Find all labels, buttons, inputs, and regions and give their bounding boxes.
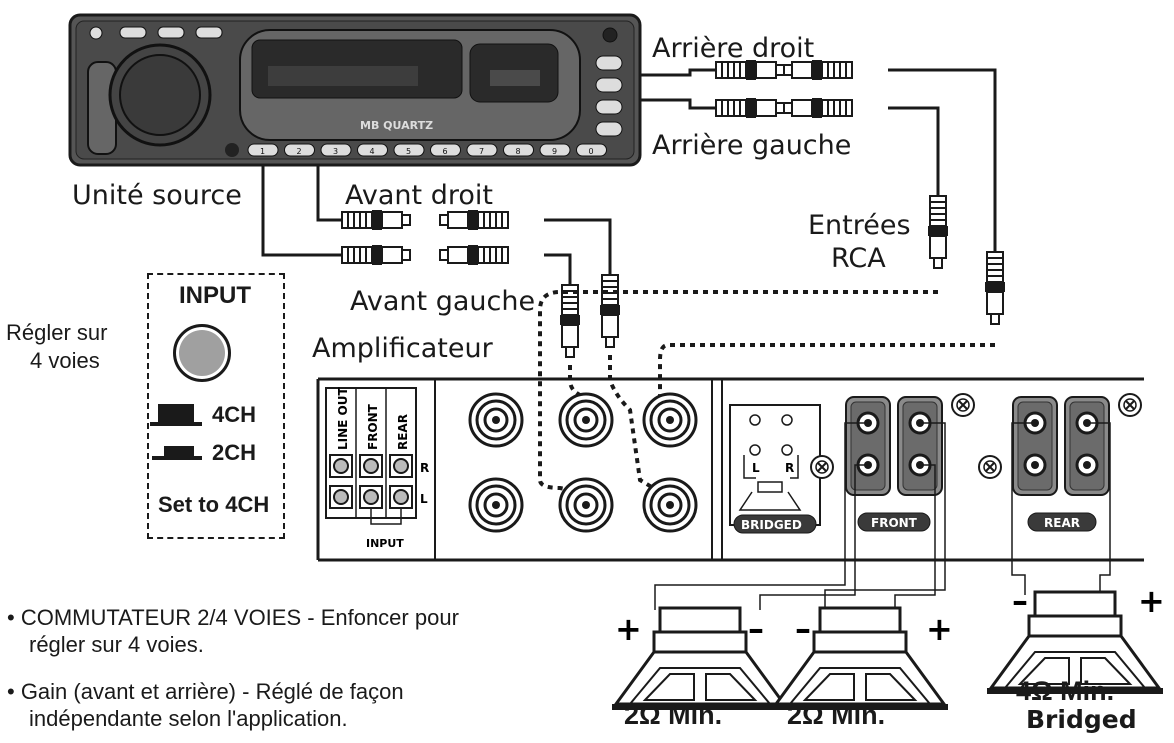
minus-sign-icon: – (748, 610, 764, 648)
bridged-badge: BRIDGED (741, 518, 802, 532)
preset-button: 2 (284, 143, 315, 157)
svg-text:8: 8 (516, 147, 521, 156)
plus-sign-icon: + (615, 610, 642, 648)
svg-text:5: 5 (406, 147, 411, 156)
preset-button: 8 (503, 143, 534, 157)
speakers: + – – + – + (610, 582, 1165, 712)
option-2ch-label: 2CH (212, 440, 257, 465)
svg-text:7: 7 (479, 147, 484, 156)
rca-cables (261, 68, 997, 285)
preset-buttons: 1 2 3 4 5 6 7 8 9 0 (247, 143, 607, 157)
amplifier-label: Amplificateur (312, 333, 493, 364)
plus-sign-icon: + (926, 610, 953, 648)
bridge-l-label: L (752, 461, 760, 475)
set-to-4-label-line2: 4 voies (30, 348, 100, 373)
bullet-switch-line2: régler sur 4 voies. (29, 632, 204, 657)
svg-text:1: 1 (260, 147, 265, 156)
preset-button: 4 (357, 143, 388, 157)
preset-button: 1 (247, 143, 279, 157)
preset-button: 6 (430, 143, 461, 157)
svg-text:0: 0 (589, 147, 594, 156)
set-to-4-label-line1: Régler sur (6, 320, 108, 345)
bullet-gain-line1: • Gain (avant et arrière) - Réglé de faç… (7, 679, 404, 704)
bullet-gain: • Gain (avant et arrière) - Réglé de faç… (7, 678, 404, 732)
head-unit: MB QUARTZ 1 2 3 4 5 6 7 8 9 0 (68, 13, 642, 167)
switch-down-base (152, 456, 202, 460)
bridge-r-label: R (785, 461, 794, 475)
preset-button: 7 (466, 143, 498, 157)
switch-down-icon (164, 446, 194, 458)
bullet-switch-line1: • COMMUTATEUR 2/4 VOIES - Enfoncer pour (7, 605, 459, 630)
head-unit-brand: MB QUARTZ (360, 119, 433, 132)
front-right-label: Avant droit (345, 180, 493, 211)
preset-button: 9 (539, 143, 571, 157)
amplifier-panel: LINE OUT FRONT REAR R L INPUT L R BRIDGE… (316, 377, 1144, 615)
line-out-label: LINE OUT (336, 387, 350, 450)
minus-sign-icon: – (795, 610, 811, 648)
bullet-gain-line2: indépendante selon l'application. (29, 706, 348, 731)
svg-text:4: 4 (370, 147, 375, 156)
rca-jack (558, 392, 614, 448)
option-4ch-label: 4CH (212, 402, 257, 427)
bullet-switch: • COMMUTATEUR 2/4 VOIES - Enfoncer pour … (7, 604, 459, 658)
svg-text:9: 9 (552, 147, 557, 156)
front-badge: FRONT (871, 516, 918, 530)
rca-jack (468, 477, 524, 533)
switch-up-base (150, 422, 202, 426)
rca-jack (468, 392, 524, 448)
svg-text:2: 2 (297, 147, 302, 156)
front-column-label: FRONT (366, 403, 380, 450)
preset-button: 5 (393, 143, 425, 157)
preset-button: 3 (320, 143, 352, 157)
rca-jack (642, 477, 698, 533)
left-channel-label: L (420, 492, 428, 506)
input-switch-title: INPUT (179, 282, 251, 309)
rear-left-label: Arrière gauche (652, 130, 852, 161)
plus-sign-icon: + (1138, 582, 1165, 620)
set-to-4ch-caption: Set to 4CH (158, 492, 270, 517)
rear-column-label: REAR (396, 414, 410, 450)
input-label: INPUT (366, 537, 404, 550)
source-unit-label: Unité source (72, 180, 242, 211)
rca-jack (642, 392, 698, 448)
preset-button: 0 (576, 143, 607, 157)
rca-inputs-label-line1: Entrées (808, 210, 911, 241)
input-switch-box (147, 273, 285, 539)
speaker-front-right-rating: 2Ω Min. (787, 700, 886, 730)
rear-badge: REAR (1044, 516, 1080, 530)
rear-right-label: Arrière droit (652, 33, 815, 64)
right-channel-label: R (420, 461, 429, 475)
speaker-rear-bridged-rating: 4Ω Min. (1016, 676, 1115, 706)
minus-sign-icon: – (1012, 582, 1028, 620)
rca-jack (558, 477, 614, 533)
rca-inputs-label-line2: RCA (831, 243, 886, 274)
svg-text:6: 6 (443, 147, 448, 156)
front-left-label: Avant gauche (350, 286, 536, 317)
speaker-front-left-rating: 2Ω Min. (624, 700, 723, 730)
svg-text:3: 3 (333, 147, 338, 156)
input-switch-button-icon (173, 324, 231, 382)
switch-up-icon (158, 404, 194, 426)
speaker-rear-bridged-sub: Bridged (1026, 705, 1137, 734)
